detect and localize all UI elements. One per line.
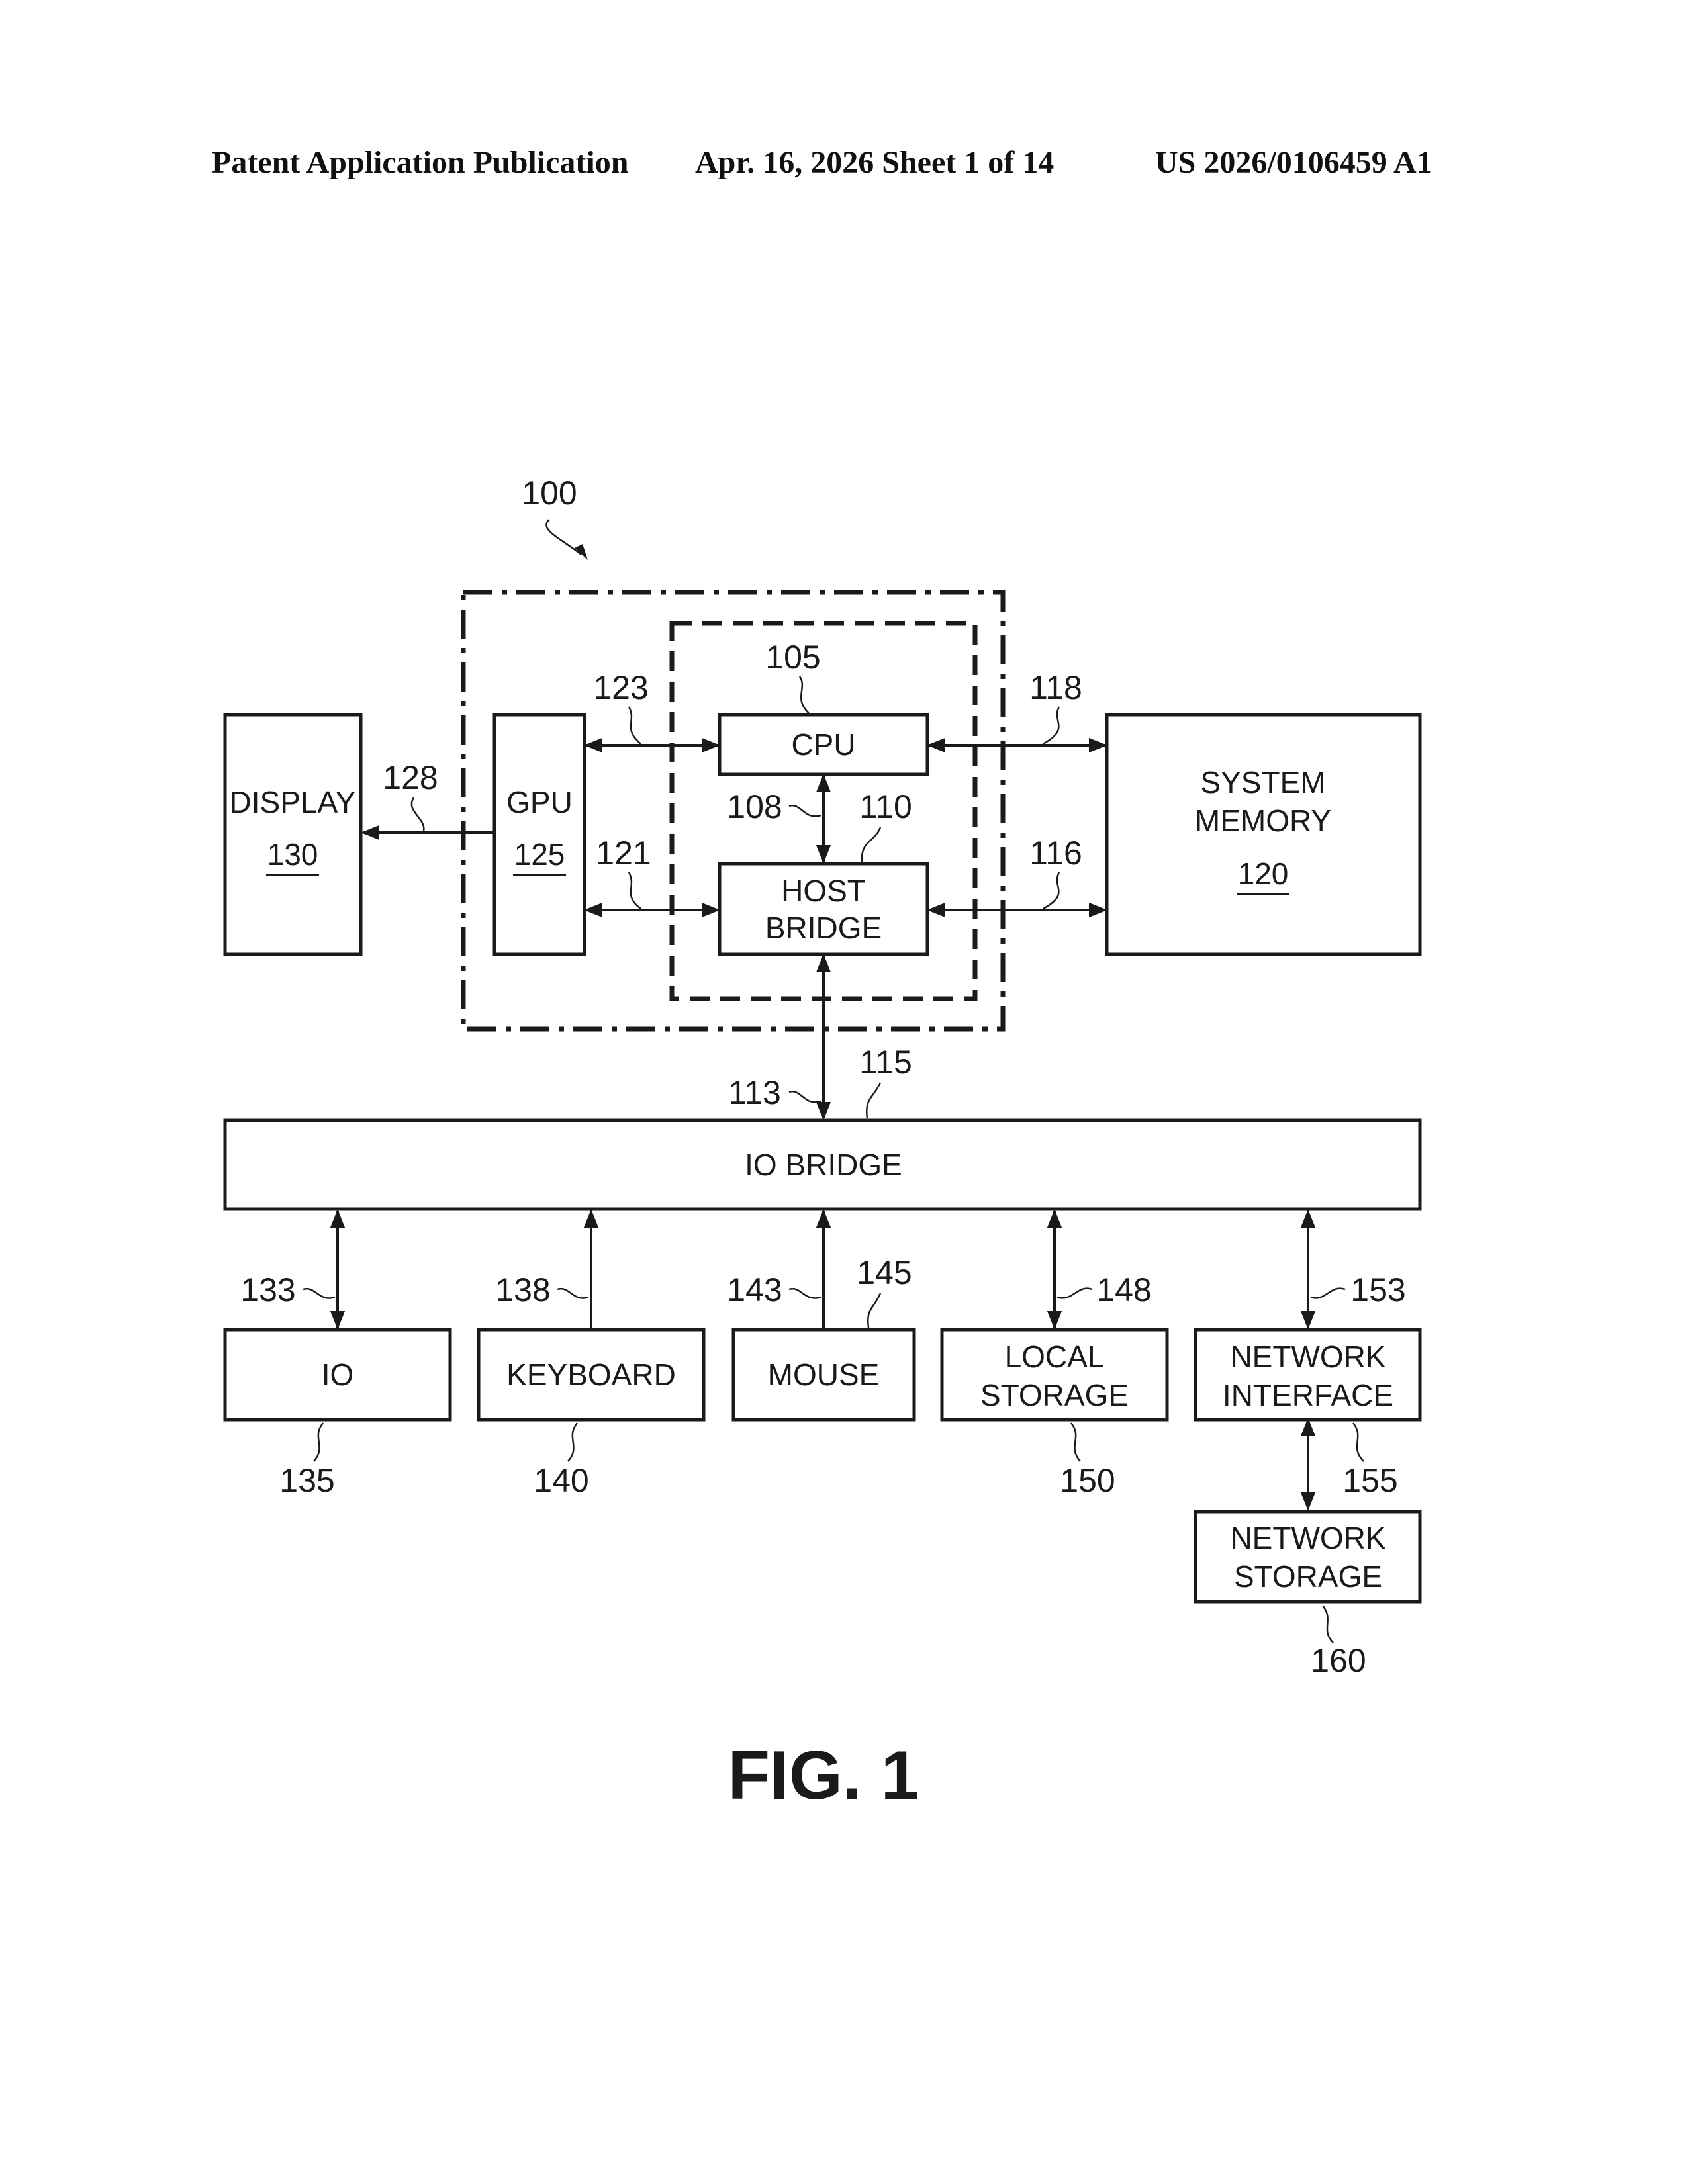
local-storage-label-line2: STORAGE	[980, 1378, 1129, 1412]
link-ref-128: 128	[383, 759, 438, 796]
link-ref-108-leader	[789, 805, 821, 816]
link-ref-121: 121	[596, 835, 651, 872]
display-ref: 130	[267, 837, 318, 872]
host-bridge-ref-110: 110	[859, 788, 912, 825]
host-bridge-label-line2: BRIDGE	[765, 911, 882, 945]
network-storage-ref-leader	[1323, 1606, 1333, 1643]
link-ref-113: 113	[728, 1074, 781, 1111]
local-storage-label-line1: LOCAL	[1005, 1340, 1105, 1374]
network-storage-label-line1: NETWORK	[1230, 1521, 1385, 1555]
network-interface-label-line1: NETWORK	[1230, 1340, 1385, 1374]
display-block	[225, 715, 361, 954]
figure-caption: FIG. 1	[728, 1737, 919, 1814]
io-bridge-label: IO BRIDGE	[745, 1148, 902, 1182]
local-storage-ref-leader	[1071, 1423, 1080, 1461]
mouse-ref-leader	[868, 1293, 880, 1328]
link-ref-133-leader	[303, 1289, 335, 1298]
link-ref-133: 133	[240, 1271, 295, 1308]
cpu-ref-leader	[800, 676, 809, 713]
link-ref-123-leader	[629, 707, 641, 744]
mouse-label: MOUSE	[768, 1357, 880, 1392]
system-memory-ref: 120	[1238, 856, 1289, 891]
link-ref-148: 148	[1096, 1271, 1151, 1308]
display-label: DISPLAY	[230, 785, 356, 819]
link-ref-113-leader	[789, 1091, 821, 1102]
network-interface-ref-155: 155	[1342, 1462, 1397, 1499]
network-interface-ref-leader	[1353, 1423, 1364, 1461]
link-ref-118-leader	[1043, 707, 1059, 744]
link-ref-118: 118	[1029, 669, 1082, 706]
keyboard-ref-leader	[568, 1423, 577, 1461]
system-memory-label-line2: MEMORY	[1195, 803, 1331, 838]
gpu-label: GPU	[506, 785, 573, 819]
io-ref-leader	[314, 1423, 323, 1461]
link-ref-153-leader	[1311, 1289, 1345, 1298]
network-interface-label-line2: INTERFACE	[1223, 1378, 1393, 1412]
local-storage-ref-150: 150	[1060, 1462, 1115, 1499]
system-memory-label-line1: SYSTEM	[1200, 765, 1325, 799]
io-bridge-ref-115: 115	[859, 1044, 912, 1081]
cpu-ref-105: 105	[765, 639, 820, 676]
io-label: IO	[322, 1357, 354, 1392]
mouse-ref-145: 145	[857, 1254, 912, 1291]
network-storage-label-line2: STORAGE	[1234, 1559, 1382, 1594]
link-ref-123: 123	[593, 669, 648, 706]
link-ref-138-leader	[557, 1289, 588, 1298]
link-ref-138: 138	[495, 1271, 550, 1308]
io-ref-135: 135	[279, 1462, 334, 1499]
keyboard-ref-140: 140	[534, 1462, 588, 1499]
system-ref-100: 100	[522, 475, 577, 512]
link-ref-153: 153	[1350, 1271, 1405, 1308]
keyboard-label: KEYBOARD	[506, 1357, 676, 1392]
gpu-ref: 125	[514, 837, 565, 872]
cpu-label: CPU	[791, 727, 855, 762]
link-ref-116: 116	[1029, 835, 1082, 872]
link-ref-108: 108	[727, 788, 782, 825]
link-ref-143-leader	[789, 1289, 821, 1298]
link-ref-143: 143	[727, 1271, 782, 1308]
io-bridge-ref-leader	[867, 1083, 880, 1118]
system-ref-leader	[546, 520, 581, 555]
gpu-block	[494, 715, 585, 954]
link-ref-121-leader	[629, 872, 641, 909]
host-bridge-ref-leader	[862, 827, 880, 862]
network-storage-ref-160: 160	[1311, 1642, 1366, 1679]
link-ref-128-leader	[412, 797, 424, 831]
host-bridge-label-line1: HOST	[781, 874, 866, 908]
link-ref-148-leader	[1057, 1289, 1092, 1298]
link-ref-116-leader	[1043, 872, 1059, 909]
